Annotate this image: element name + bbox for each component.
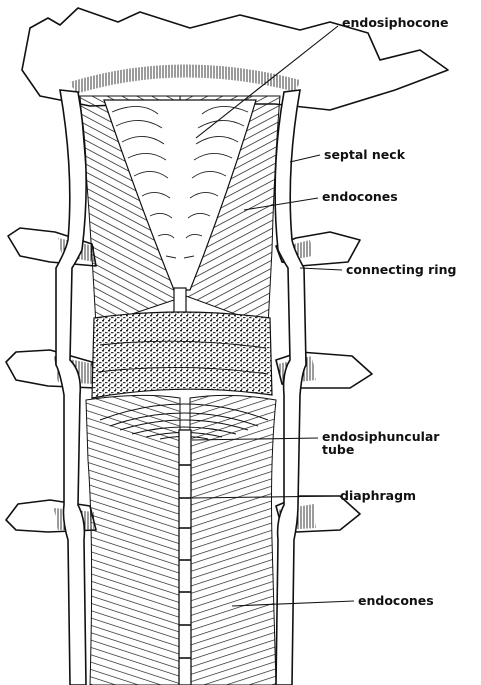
label-endocones-upper: endocones	[322, 190, 398, 203]
endosiphuncular-tube	[179, 430, 191, 685]
label-septal-neck: septal neck	[324, 148, 405, 161]
label-endosiphocone: endosiphocone	[342, 16, 448, 29]
right-wall	[275, 90, 306, 685]
lower-endocones-left	[86, 395, 180, 685]
organic-deposit	[92, 312, 272, 398]
leader-septal-neck	[290, 155, 320, 162]
leader-connecting-ring	[300, 268, 342, 270]
label-endocones-lower: endocones	[358, 594, 434, 607]
label-diaphragm: diaphragm	[340, 489, 416, 502]
label-connecting-ring: connecting ring	[346, 263, 456, 276]
label-endosiphuncular-tube: endosiphuncular tube	[322, 430, 439, 456]
